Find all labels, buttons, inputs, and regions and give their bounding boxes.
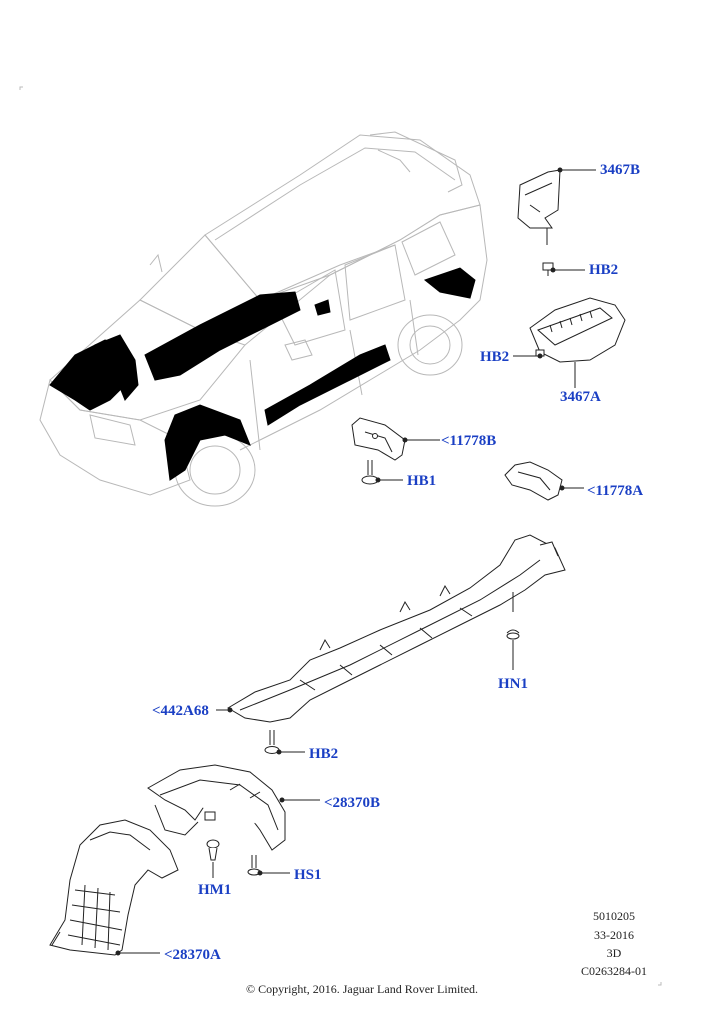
- callout-442A68: <442A68: [152, 703, 209, 719]
- callout-hb1: HB1: [407, 473, 437, 489]
- leader-dot-hb1: [375, 477, 381, 483]
- fastener-hn1: [506, 629, 520, 640]
- part-bracket-3467B: [517, 169, 561, 229]
- part-undertray-442A68: [227, 534, 566, 723]
- reference-code-1: 5010205: [593, 909, 635, 923]
- vehicle-highlight-areas: [49, 267, 476, 481]
- leader-dot-442A68: [227, 707, 233, 713]
- reference-code-3: 3D: [606, 946, 622, 960]
- leader-dot-hb2-bottom: [276, 749, 282, 755]
- leader-dot-28370B: [279, 797, 285, 803]
- callout-hn1: HN1: [498, 676, 528, 692]
- callout-11778A: <11778A: [587, 483, 644, 499]
- fastener-hm1: [206, 839, 220, 861]
- leader-dot-11778A: [559, 485, 565, 491]
- callout-3467B: 3467B: [600, 162, 641, 178]
- fastener-hb2-bottom: [264, 730, 280, 754]
- part-wheelarch-liner-28370A: [49, 819, 179, 956]
- leader-dot-3467B: [557, 167, 563, 173]
- copyright-notice: © Copyright, 2016. Jaguar Land Rover Lim…: [245, 982, 479, 996]
- leader-dot-hb2-top: [550, 267, 556, 273]
- part-cover-3467A: [529, 297, 626, 363]
- callout-hb2-top: HB2: [589, 262, 619, 278]
- callout-hm1: HM1: [198, 882, 232, 898]
- callout-28370B: <28370B: [324, 795, 381, 811]
- corner-mark-top-left: [19, 86, 23, 90]
- callout-3467A: 3467A: [560, 389, 601, 405]
- reference-code-2: 33-2016: [594, 928, 634, 942]
- leader-dot-11778B: [402, 437, 408, 443]
- leader-dot-28370A: [115, 950, 121, 956]
- part-bracket-11778A: [504, 461, 563, 501]
- callout-11778B: <11778B: [441, 433, 497, 449]
- callout-hb2-left: HB2: [480, 349, 510, 365]
- callout-hs1: HS1: [294, 867, 322, 883]
- corner-mark-bottom-right: [658, 982, 662, 986]
- leader-dot-hs1: [257, 870, 263, 876]
- part-bracket-11778B: [351, 417, 406, 461]
- callout-hb2-bottom: HB2: [309, 746, 339, 762]
- callout-28370A: <28370A: [164, 947, 221, 963]
- fastener-hb1: [361, 460, 379, 485]
- reference-code-4: C0263284-01: [581, 964, 647, 978]
- leader-dot-hb2-left: [537, 353, 543, 359]
- part-wheelarch-liner-28370B: [147, 764, 286, 851]
